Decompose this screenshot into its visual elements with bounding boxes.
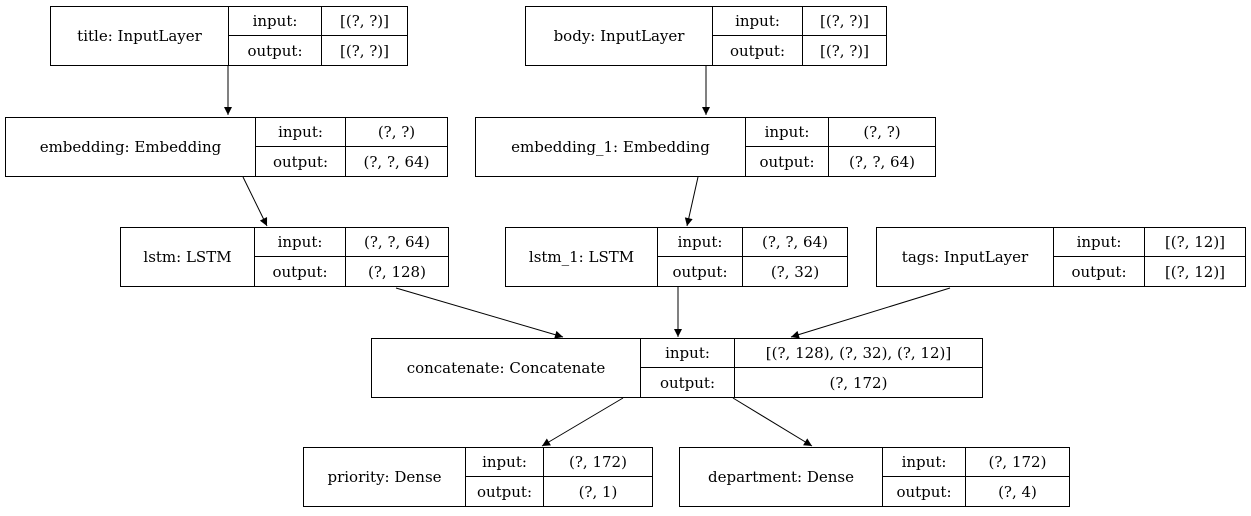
- output-shape: (?, ?, 64): [363, 152, 430, 171]
- output-shape: [(?, 12)]: [1164, 262, 1226, 281]
- output-label: output:: [229, 36, 322, 65]
- input-shape: (?, ?): [346, 118, 447, 147]
- output-label: output:: [256, 147, 346, 176]
- input-label: input:: [746, 118, 829, 147]
- node-department: department: Dense input: (?, 172) output…: [679, 447, 1070, 507]
- input-shape: [(?, ?)]: [803, 7, 886, 36]
- output-label: output:: [883, 477, 966, 506]
- output-shape: (?, 32): [770, 262, 820, 281]
- input-shape: [(?, 12)]: [1145, 228, 1245, 257]
- input-label: input:: [466, 448, 544, 477]
- edge-embedding-to-lstm: [242, 176, 268, 227]
- output-shape: (?, ?, 64): [849, 152, 915, 171]
- edge-tags-to-concatenate: [790, 287, 951, 339]
- layer-name: tags: InputLayer: [877, 228, 1054, 286]
- layer-name: lstm: LSTM: [121, 228, 255, 286]
- input-label: input:: [1054, 228, 1145, 257]
- input-label: input:: [255, 228, 346, 257]
- layer-name: embedding: Embedding: [6, 118, 256, 176]
- layer-name: priority: Dense: [304, 448, 466, 506]
- node-lstm_1: lstm_1: LSTM input: (?, ?, 64) output: (…: [505, 227, 848, 287]
- input-label: input:: [641, 339, 735, 368]
- node-concatenate: concatenate: Concatenate input: [(?, 128…: [371, 338, 983, 398]
- node-title: title: InputLayer input: [(?, ?)] output…: [50, 6, 408, 66]
- output-label: output:: [1054, 257, 1145, 286]
- input-shape: [(?, ?)]: [322, 7, 407, 36]
- node-embedding_1: embedding_1: Embedding input: (?, ?) out…: [475, 117, 936, 177]
- layer-name: title: InputLayer: [51, 7, 229, 65]
- output-label: output:: [746, 147, 829, 176]
- input-label: input:: [713, 7, 803, 36]
- edge-lstm-to-concatenate: [395, 287, 564, 339]
- output-label: output:: [466, 477, 544, 506]
- layer-name: department: Dense: [680, 448, 883, 506]
- layer-name: lstm_1: LSTM: [506, 228, 658, 286]
- output-shape: [(?, ?)]: [819, 41, 870, 60]
- output-label: output:: [255, 257, 346, 286]
- node-tags: tags: InputLayer input: [(?, 12)] output…: [876, 227, 1246, 287]
- input-shape: (?, ?, 64): [743, 228, 847, 257]
- output-shape: [(?, ?)]: [339, 41, 390, 60]
- input-shape: (?, ?, 64): [346, 228, 448, 257]
- node-priority: priority: Dense input: (?, 172) output: …: [303, 447, 653, 507]
- output-label: output:: [658, 257, 743, 286]
- output-shape: (?, 4): [998, 482, 1037, 501]
- input-shape: (?, 172): [966, 448, 1069, 477]
- output-shape: (?, 172): [829, 373, 888, 392]
- output-label: output:: [713, 36, 803, 65]
- node-lstm: lstm: LSTM input: (?, ?, 64) output: (?,…: [120, 227, 449, 287]
- output-shape: (?, 1): [578, 482, 618, 501]
- node-embedding: embedding: Embedding input: (?, ?) outpu…: [5, 117, 448, 177]
- layer-name: concatenate: Concatenate: [372, 339, 641, 397]
- edge-concatenate-to-department: [732, 397, 813, 447]
- input-label: input:: [229, 7, 322, 36]
- output-shape: (?, 128): [368, 262, 426, 281]
- edge-embedding_1-to-lstm_1: [684, 176, 699, 227]
- input-shape: [(?, 128), (?, 32), (?, 12)]: [735, 339, 982, 368]
- output-label: output:: [641, 368, 735, 397]
- input-shape: (?, ?): [829, 118, 935, 147]
- node-body: body: InputLayer input: [(?, ?)] output:…: [525, 6, 887, 66]
- layer-name: body: InputLayer: [526, 7, 713, 65]
- edge-concatenate-to-priority: [541, 397, 624, 447]
- layer-name: embedding_1: Embedding: [476, 118, 746, 176]
- input-label: input:: [256, 118, 346, 147]
- input-shape: (?, 172): [544, 448, 652, 477]
- input-label: input:: [883, 448, 966, 477]
- input-label: input:: [658, 228, 743, 257]
